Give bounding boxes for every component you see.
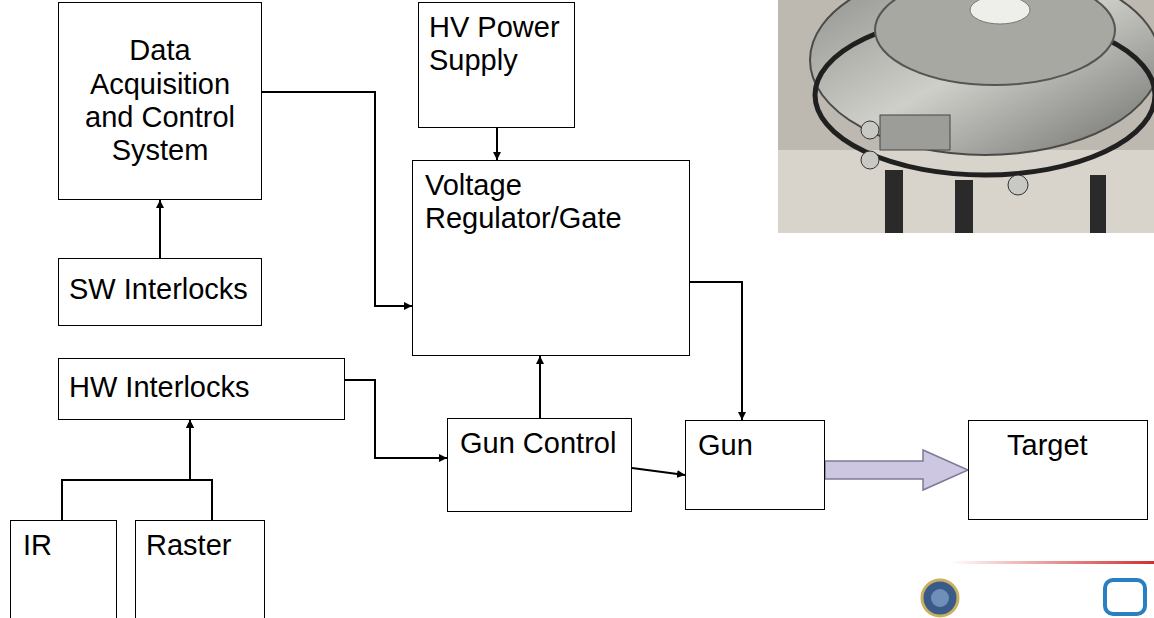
process-box: IR — [10, 520, 117, 618]
connector-arrow — [62, 420, 190, 520]
rule-line — [950, 561, 1154, 564]
box-label: HV Power Supply — [429, 11, 564, 78]
inner-flange — [875, 0, 1115, 85]
clamp-block — [880, 115, 950, 150]
beam-arrow — [825, 450, 968, 490]
process-box: HV Power Supply — [418, 2, 575, 128]
seal-logo-center — [931, 589, 949, 607]
gun-photo — [778, 0, 1154, 233]
process-box: SW Interlocks — [58, 258, 262, 326]
leg — [885, 170, 903, 233]
flange — [810, 0, 1154, 155]
connector-arrow — [159, 200, 161, 258]
fitting — [1008, 175, 1028, 195]
connector-arrow — [632, 468, 685, 475]
box-label: Voltage Regulator/Gate — [425, 169, 677, 236]
box-label: Data Acquisition and Control System — [65, 34, 255, 167]
connector-arrow — [262, 92, 412, 306]
box-label: Gun — [698, 429, 812, 462]
process-box: Raster — [135, 520, 265, 618]
box-label: IR — [23, 529, 104, 562]
process-box: Gun Control — [447, 418, 632, 512]
box-label: HW Interlocks — [69, 371, 334, 404]
process-box: Voltage Regulator/Gate — [412, 160, 690, 356]
photo-table — [778, 150, 1154, 233]
bolt — [861, 121, 879, 139]
process-box: Target — [968, 420, 1148, 520]
leg — [1090, 175, 1106, 233]
process-box: Gun — [685, 420, 825, 510]
process-box: HW Interlocks — [58, 358, 345, 420]
box-label: Target — [1007, 429, 1109, 462]
process-box: Data Acquisition and Control System — [58, 2, 262, 200]
box-label: Raster — [146, 529, 254, 562]
box-label: SW Interlocks — [69, 273, 251, 306]
connector-arrow — [190, 420, 212, 520]
seal-logo — [922, 580, 958, 616]
connector-arrow — [539, 356, 541, 418]
bolt — [861, 151, 879, 169]
connector-arrow — [690, 282, 742, 420]
box-label: Gun Control — [460, 427, 619, 460]
connector-arrow — [496, 128, 498, 160]
leg — [955, 180, 973, 233]
connector-arrow — [345, 380, 447, 458]
insulator — [970, 0, 1030, 24]
logos — [922, 561, 1154, 616]
lab-logo — [1105, 580, 1145, 614]
